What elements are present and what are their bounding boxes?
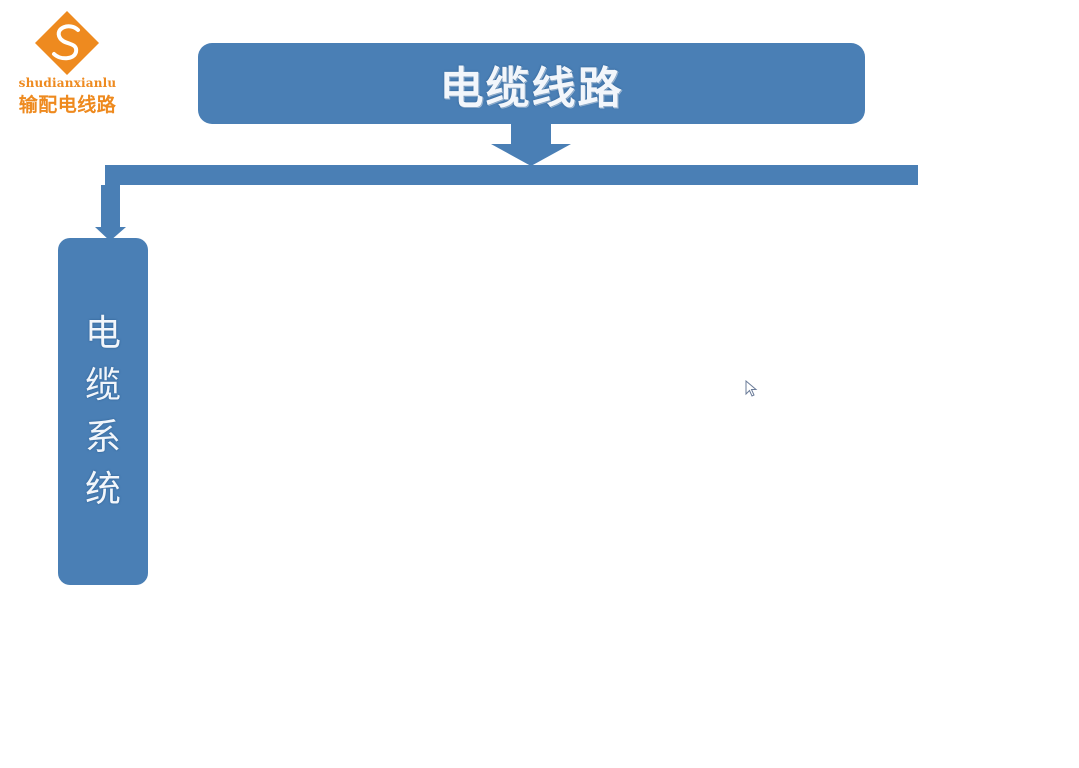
child-arrow-shaft — [101, 185, 120, 229]
horizontal-connector-bar — [105, 165, 918, 185]
diamond-s-logo-icon — [35, 11, 99, 75]
child-node-box: 电缆系统 — [58, 238, 148, 585]
brand-logo: shudianxianlu 输配电线路 — [10, 8, 125, 118]
root-arrow-head — [491, 144, 571, 166]
logo-chinese-text: 输配电线路 — [18, 94, 117, 116]
root-node-box: 电缆线路 — [198, 43, 865, 124]
child-node-label: 电缆系统 — [84, 312, 121, 510]
mouse-pointer-icon — [745, 380, 758, 397]
child-arrow-head — [95, 227, 126, 241]
root-arrow-shaft — [511, 124, 551, 145]
root-node-label: 电缆线路 — [439, 62, 624, 114]
logo-english-text: shudianxianlu — [18, 76, 117, 90]
